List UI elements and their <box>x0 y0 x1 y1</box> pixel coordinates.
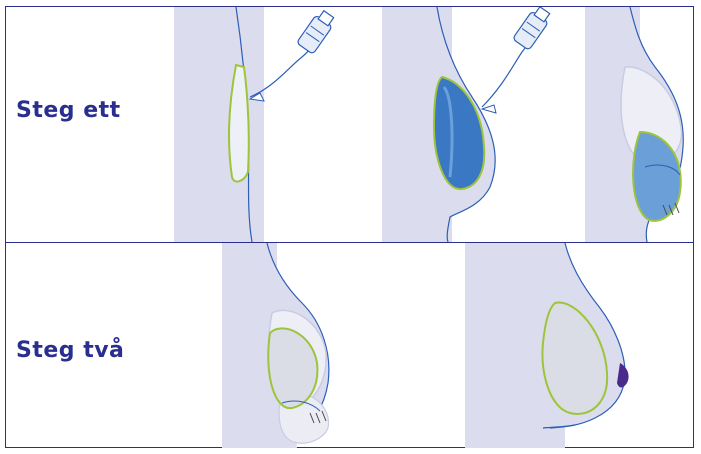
panel-3-illustration <box>585 7 693 242</box>
step-two-label: Steg två <box>16 338 124 363</box>
panel-2-illustration <box>382 7 582 242</box>
step-one-label: Steg ett <box>16 98 121 123</box>
panel-4-illustration <box>222 243 382 448</box>
panel-1-illustration <box>174 7 374 242</box>
panel-5-illustration <box>465 243 645 448</box>
